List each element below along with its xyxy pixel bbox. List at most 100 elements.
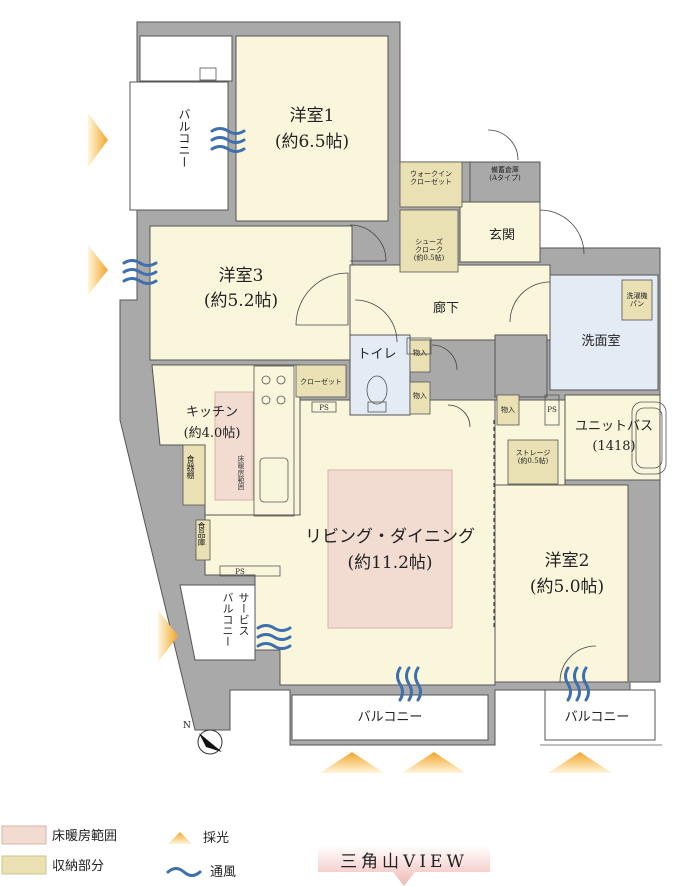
label-entrance: 玄関	[489, 228, 515, 243]
storage-in2	[409, 381, 431, 415]
label-unitbath-size: (1418)	[592, 439, 635, 454]
label-dish: 食器棚	[186, 455, 195, 479]
kitchen-sink	[259, 457, 289, 503]
door-western2-balcony	[559, 645, 597, 683]
floor-heating-zone-living	[327, 469, 453, 629]
north-label: N	[183, 721, 191, 731]
north-compass-icon	[197, 729, 223, 755]
label-dish-fo: 食器棚	[186, 455, 195, 479]
label-pantry: 食品庫	[197, 522, 206, 546]
door-entrance	[539, 209, 585, 255]
label-western1: 洋室1	[290, 106, 335, 126]
ventilation-icon	[256, 624, 292, 650]
door-reserve	[487, 129, 519, 161]
storage-in3	[496, 394, 520, 426]
label-in2: 物入	[413, 391, 427, 400]
label-washroom: 洗面室	[581, 333, 620, 349]
label-western2: 洋室2	[545, 551, 590, 571]
label-balcony-bottom-mid: バルコニー	[358, 710, 423, 725]
label-living-size: (約11.2帖)	[347, 553, 432, 573]
ventilation-icon	[396, 666, 422, 702]
label-shoes: シューズクローク(約0.5帖)	[414, 237, 445, 262]
daylight-arrow-icon	[88, 245, 108, 295]
view-arrow-icon	[318, 845, 490, 886]
door-western3	[295, 272, 349, 326]
kitchen-counter	[253, 365, 295, 517]
daylight-arrow-icon	[320, 752, 384, 773]
floor-heating-zone-kitchen	[214, 391, 254, 501]
ps-marker	[406, 337, 432, 355]
label-living: リビング・ダイニング	[305, 527, 475, 547]
daylight-arrow-icon	[548, 752, 612, 773]
storage-closet	[295, 364, 347, 398]
legend-daylight-icon	[168, 832, 192, 844]
label-pantry-fo: 食品庫	[197, 522, 206, 546]
label-toilet: トイレ	[357, 347, 396, 362]
legend-ventilation-icon	[166, 867, 202, 877]
label-washer: 洗濯機パン	[627, 291, 648, 308]
legend-ventilation-label: 通風	[210, 865, 236, 880]
view-label: 三角山VIEW	[340, 852, 468, 872]
door-toilet	[431, 344, 458, 371]
label-kitchen-size: (約4.0帖)	[184, 426, 241, 441]
room-entrance	[459, 201, 541, 263]
ps-marker	[219, 565, 281, 577]
storage-in1	[409, 339, 431, 373]
daylight-arrow-icon	[402, 752, 466, 773]
stove-burner	[276, 375, 286, 385]
legend-storage-swatch	[1, 855, 47, 875]
room-hallway	[349, 264, 551, 341]
storage-dish	[182, 444, 206, 506]
label-ps: PS	[319, 404, 329, 412]
legend-heat-label: 床暖房範囲	[52, 828, 117, 844]
room-western3	[149, 225, 353, 361]
label-closet: クローゼット	[300, 377, 342, 386]
label-balcony-top-left: バルコニー	[177, 108, 191, 168]
legend-daylight-label: 採光	[203, 831, 229, 846]
label-kitchen: キッチン	[186, 405, 238, 420]
door-western1	[349, 224, 387, 262]
balcony-top-left-ac	[139, 35, 233, 82]
door-in	[447, 404, 471, 428]
daylight-arrow-icon	[88, 113, 108, 167]
toilet-tank	[367, 401, 387, 413]
label-balcony-service: サービス バルコニー	[221, 592, 250, 647]
label-ps: PS	[235, 568, 245, 576]
ventilation-icon	[122, 259, 158, 285]
door-hall	[354, 299, 398, 343]
room-unitbath	[564, 394, 661, 481]
label-balcony-bottom-right: バルコニー	[565, 710, 630, 725]
label-western2-size: (約5.0帖)	[530, 577, 604, 597]
bathtub-inner	[635, 407, 663, 469]
label-unitbath: ユニットバス	[575, 419, 653, 434]
legend-heat-swatch	[1, 825, 47, 845]
toilet-bowl	[366, 375, 388, 405]
legend-storage-label: 収納部分	[52, 859, 104, 874]
balcony-bottom-mid	[291, 694, 489, 741]
stove-burner	[261, 375, 271, 385]
room-western1	[235, 35, 389, 222]
daylight-arrow-icon	[158, 610, 178, 662]
reserve-storage-box	[469, 161, 541, 203]
storage-strage	[507, 439, 559, 485]
door-washroom	[509, 281, 551, 323]
stove-burner	[261, 395, 271, 405]
storage-pantry	[195, 519, 211, 561]
bathtub	[631, 401, 667, 475]
label-strage: ストレージ(約0.5帖)	[516, 449, 551, 465]
label-walkin: ウォークインクローゼット	[410, 170, 452, 186]
ventilation-icon	[210, 127, 246, 153]
storage-shoes	[399, 209, 459, 273]
shaft-wall	[494, 334, 548, 398]
label-western3-size: (約5.2帖)	[204, 291, 278, 311]
balcony-top-left	[129, 81, 229, 211]
ps-marker	[311, 401, 337, 413]
label-ps: PS	[547, 406, 557, 414]
label-in1: 物入	[413, 348, 427, 357]
label-heat-zone: 床暖房範囲	[237, 455, 245, 490]
label-western3: 洋室3	[219, 266, 264, 286]
label-heat-zone-fo: 床暖房範囲	[237, 455, 245, 490]
label-in3: 物入	[501, 405, 515, 414]
storage-walkin	[399, 161, 463, 208]
